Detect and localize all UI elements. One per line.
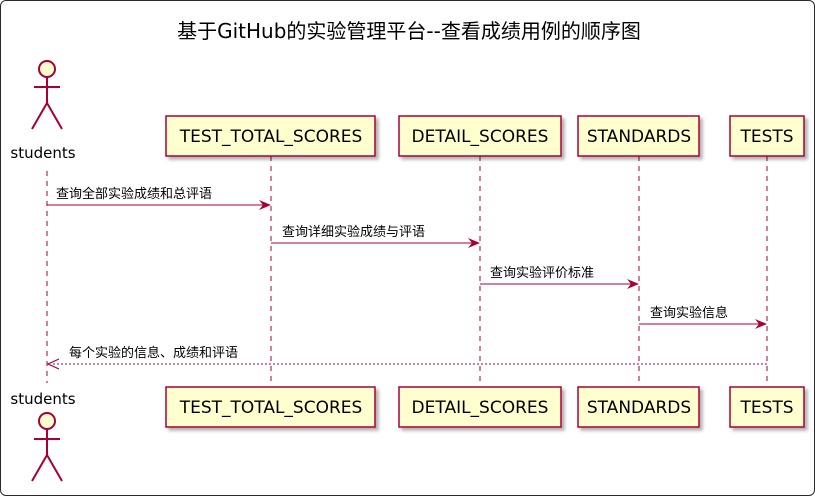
participant-label: DETAIL_SCORES — [412, 398, 549, 418]
participant-label: TESTS — [739, 398, 793, 418]
actor-students-bottom — [31, 412, 63, 482]
actor-label-students-bottom: students — [10, 390, 75, 408]
message-2: 查询详细实验成绩与评语 — [271, 224, 480, 248]
message-4: 查询实验信息 — [639, 305, 767, 329]
actor-head-icon — [38, 412, 56, 430]
actor-label-students-top: students — [10, 144, 75, 162]
participant-test-total-scores-top: TEST_TOTAL_SCORES — [165, 115, 376, 157]
participant-standards-bottom: STANDARDS — [577, 386, 700, 428]
message-label: 查询全部实验成绩和总评语 — [56, 186, 212, 202]
arrowhead-icon — [468, 238, 480, 248]
participant-label: STANDARDS — [587, 127, 691, 147]
participant-label: TEST_TOTAL_SCORES — [179, 398, 363, 418]
message-3: 查询实验评价标准 — [480, 265, 639, 289]
message-label: 查询实验评价标准 — [490, 265, 594, 281]
message-1: 查询全部实验成绩和总评语 — [47, 186, 271, 210]
actor-students-top — [31, 60, 63, 130]
participant-tests-bottom: TESTS — [729, 386, 805, 428]
participant-label: TEST_TOTAL_SCORES — [179, 127, 363, 147]
participant-test-total-scores-bottom: TEST_TOTAL_SCORES — [165, 386, 376, 428]
message-5: 每个实验的信息、成绩和评语 — [46, 345, 767, 370]
participant-label: TESTS — [739, 127, 793, 147]
arrowhead-icon — [627, 279, 639, 289]
arrowhead-icon — [46, 358, 60, 370]
message-label: 查询详细实验成绩与评语 — [282, 224, 425, 240]
participant-label: STANDARDS — [587, 398, 691, 418]
diagram-title: 基于GitHub的实验管理平台--查看成绩用例的顺序图 — [177, 19, 641, 43]
participant-standards-top: STANDARDS — [577, 115, 700, 157]
actor-head-icon — [38, 60, 56, 78]
participant-label: DETAIL_SCORES — [412, 127, 549, 147]
participant-detail-scores-bottom: DETAIL_SCORES — [398, 386, 562, 428]
arrowhead-icon — [755, 319, 767, 329]
arrowhead-icon — [259, 200, 271, 210]
message-label: 每个实验的信息、成绩和评语 — [69, 345, 238, 361]
participant-tests-top: TESTS — [729, 115, 805, 157]
participant-detail-scores-top: DETAIL_SCORES — [398, 115, 562, 157]
message-label: 查询实验信息 — [650, 305, 728, 321]
